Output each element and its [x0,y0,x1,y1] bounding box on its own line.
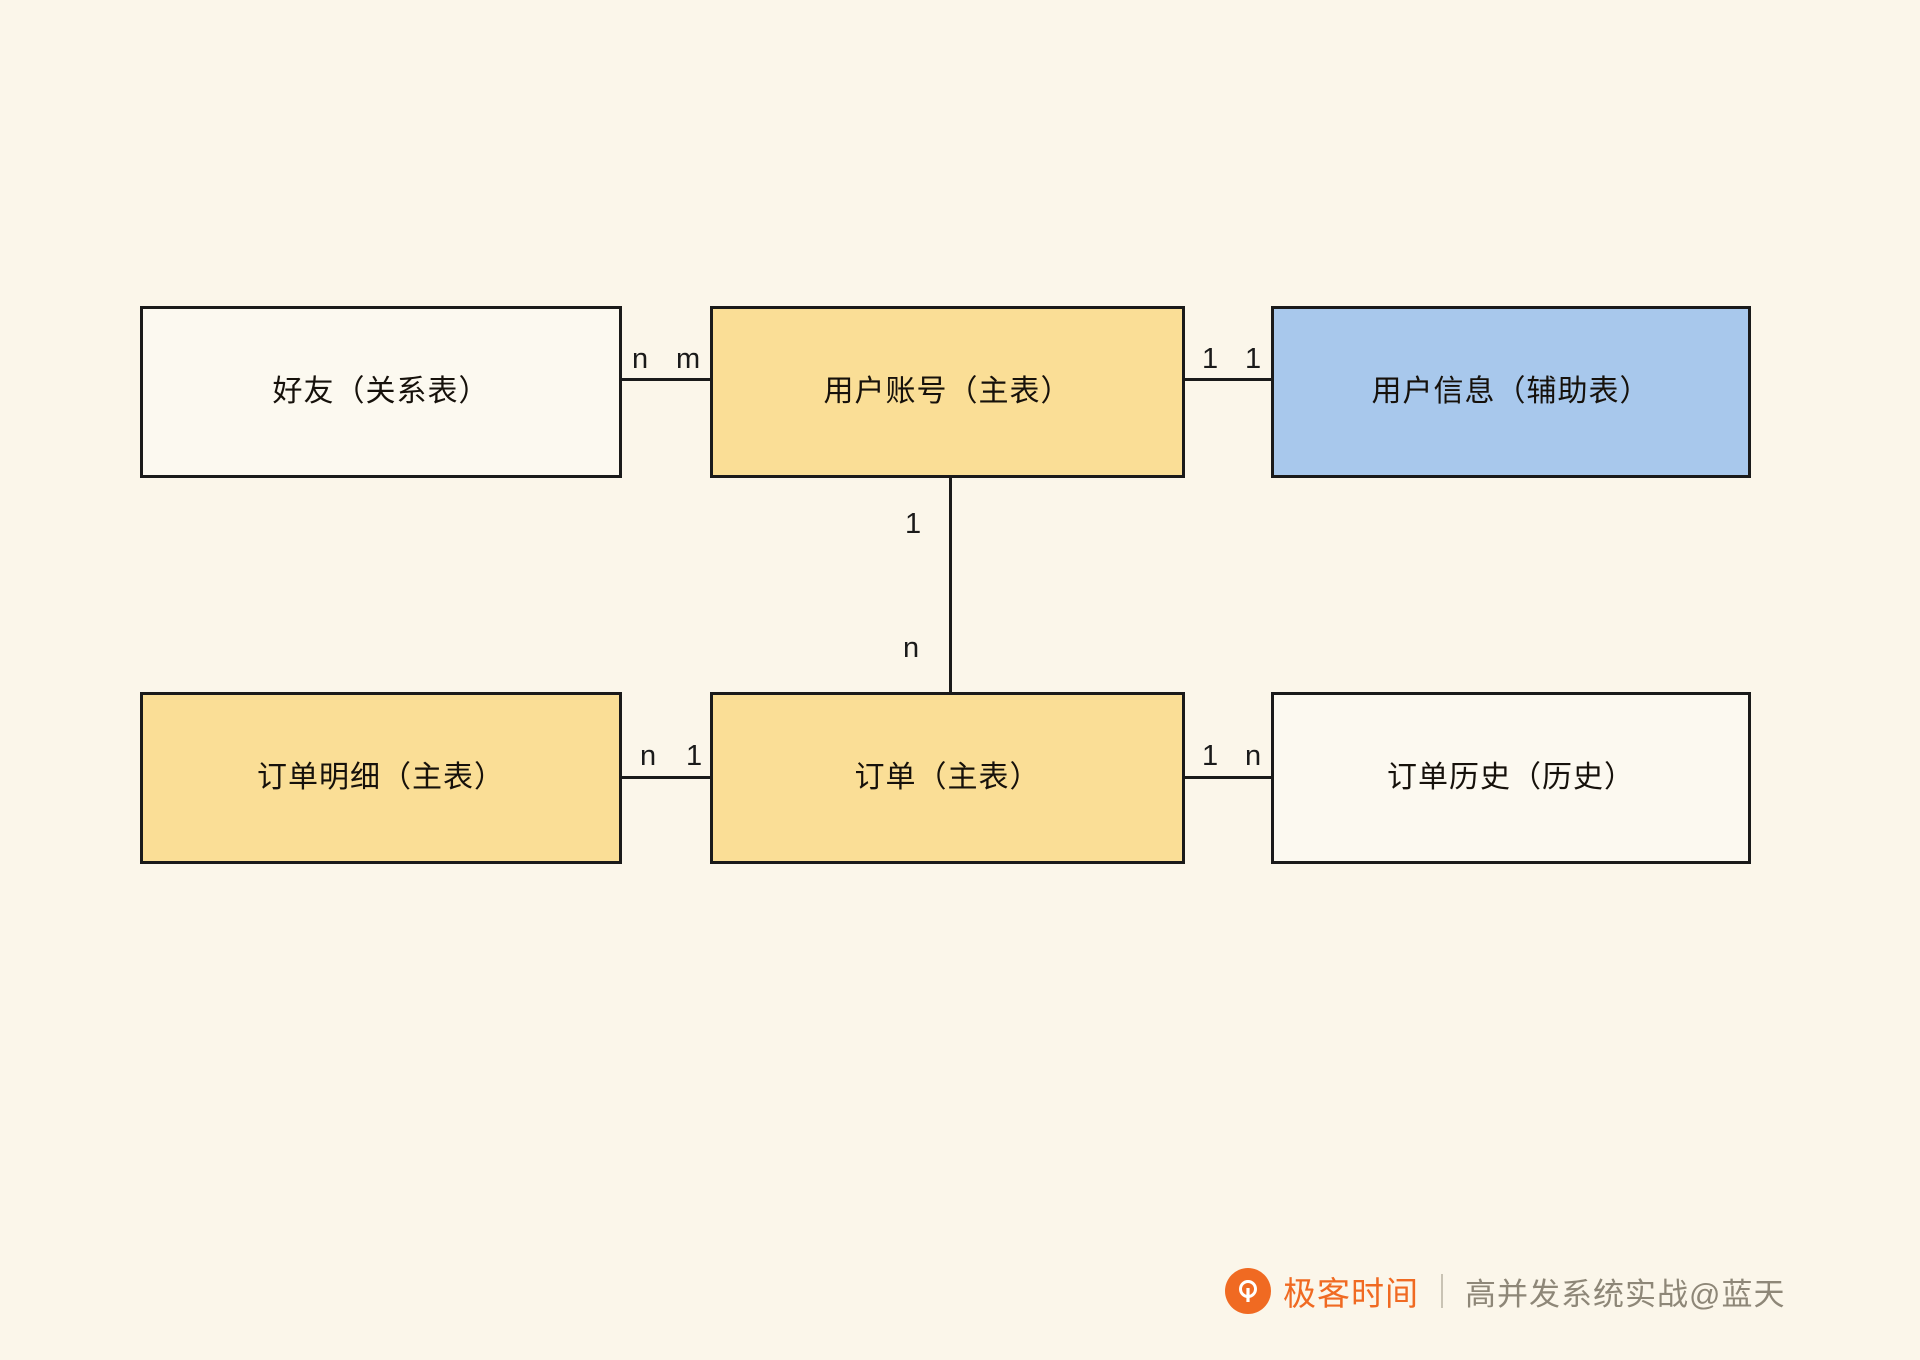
edge-line-user-userinfo [1183,378,1273,381]
cardinality-order-orderhist-from: 1 [1202,740,1219,772]
node-user-info[interactable]: 用户信息（辅助表） [1271,306,1751,478]
node-order-detail[interactable]: 订单明细（主表） [140,692,622,864]
cardinality-user-order-to: n [903,632,920,664]
node-order[interactable]: 订单（主表） [710,692,1185,864]
geekbang-logo-icon [1225,1268,1271,1314]
edge-line-user-order [949,476,952,692]
node-user-account-label: 用户账号（主表） [823,375,1072,408]
node-friend-label: 好友（关系表） [272,375,490,408]
edge-line-order-orderhist [1183,776,1273,779]
cardinality-orderdetail-order-from: n [640,740,657,772]
node-order-label: 订单（主表） [854,761,1041,794]
node-user-account[interactable]: 用户账号（主表） [710,306,1185,478]
cardinality-orderdetail-order-to: 1 [686,740,703,772]
node-user-info-label: 用户信息（辅助表） [1371,375,1651,408]
cardinality-user-userinfo-to: 1 [1245,343,1262,375]
cardinality-order-orderhist-to: n [1245,740,1262,772]
node-order-hist[interactable]: 订单历史（历史） [1271,692,1751,864]
watermark: 极客时间 高并发系统实战@蓝天 [1225,1265,1785,1317]
edge-line-orderdetail-order [620,776,712,779]
node-order-hist-label: 订单历史（历史） [1387,761,1635,794]
watermark-course: 高并发系统实战@蓝天 [1465,1276,1786,1312]
cardinality-friend-user-to: m [676,343,701,375]
node-order-detail-label: 订单明细（主表） [257,761,505,794]
node-friend[interactable]: 好友（关系表） [140,306,622,478]
cardinality-friend-user-from: n [632,343,649,375]
watermark-brand: 极客时间 [1283,1275,1419,1312]
cardinality-user-userinfo-from: 1 [1202,343,1219,375]
watermark-separator [1441,1274,1443,1308]
edge-line-friend-user [620,378,712,381]
cardinality-user-order-from: 1 [905,508,922,540]
